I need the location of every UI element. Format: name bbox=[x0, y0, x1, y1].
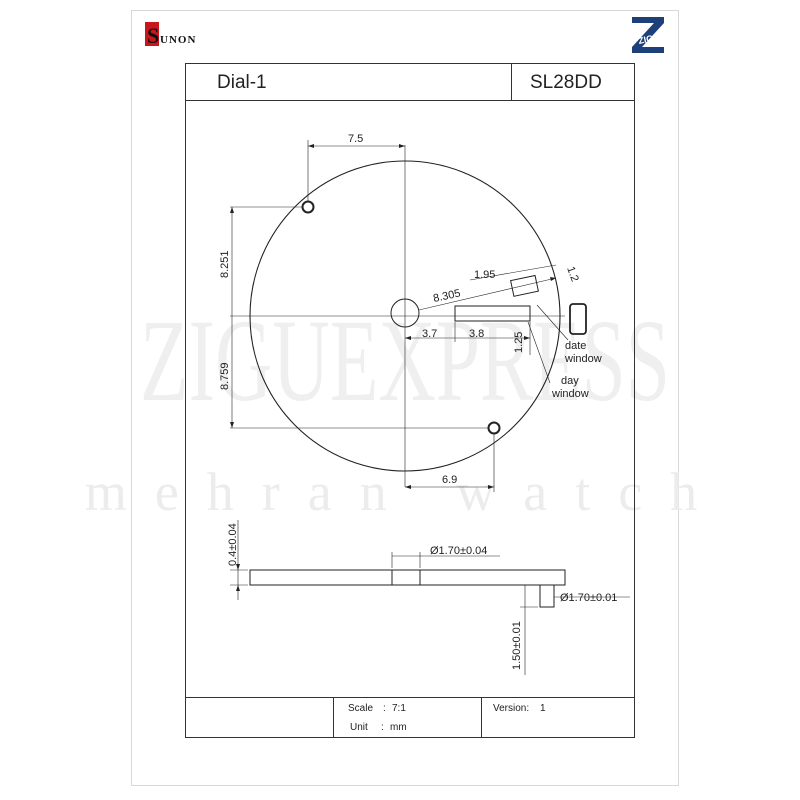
header-divider bbox=[185, 100, 635, 101]
dim-day-offset: 3.7 bbox=[422, 328, 437, 340]
scale-value: 7:1 bbox=[392, 703, 406, 714]
footer-divider-right bbox=[481, 697, 482, 738]
header-vertical-divider bbox=[511, 63, 512, 101]
dim-day-width: 3.8 bbox=[469, 328, 484, 340]
dim-hole-diameter: Ø1.70±0.04 bbox=[430, 545, 487, 557]
unit-colon: : bbox=[381, 722, 384, 733]
footer-divider-left bbox=[333, 697, 334, 738]
day-window-label-1: day bbox=[561, 375, 579, 387]
svg-text:S: S bbox=[147, 23, 159, 48]
dial-foot-bottom bbox=[487, 421, 501, 435]
dim-bottom-width: 6.9 bbox=[442, 474, 457, 486]
dim-date-height: 1.2 bbox=[564, 265, 581, 283]
dim-upper-height: 8.251 bbox=[219, 250, 231, 278]
dim-thickness: 0.4±0.04 bbox=[227, 523, 239, 566]
unit-label: Unit bbox=[350, 722, 368, 733]
dim-date-width: 1.95 bbox=[474, 269, 495, 281]
zigu-logo: ZIGU bbox=[632, 17, 664, 53]
scale-colon: : bbox=[383, 703, 386, 714]
title-block-frame bbox=[185, 63, 635, 738]
svg-text:ZIGU: ZIGU bbox=[637, 32, 660, 46]
date-window-label-1: date bbox=[565, 340, 586, 352]
svg-text:UNON: UNON bbox=[160, 34, 196, 46]
dial-side-view bbox=[249, 569, 566, 586]
dial-foot-pin bbox=[539, 584, 555, 608]
dim-top-width: 7.5 bbox=[348, 133, 363, 145]
sunon-logo: S UNON bbox=[145, 22, 196, 48]
dim-radius: 8.305 bbox=[432, 287, 461, 304]
day-window-label-2: window bbox=[551, 388, 589, 400]
day-window bbox=[454, 305, 531, 322]
date-window-label-2: window bbox=[564, 353, 602, 365]
unit-value: mm bbox=[390, 722, 407, 733]
model-number: SL28DD bbox=[530, 72, 602, 93]
scale-label: Scale bbox=[348, 703, 374, 714]
version-value: 1 bbox=[540, 703, 546, 714]
dim-day-height: 1.25 bbox=[513, 332, 525, 353]
footer-divider bbox=[185, 697, 635, 698]
drawing-title: Dial-1 bbox=[217, 72, 267, 93]
dial-foot-top bbox=[301, 200, 315, 214]
dim-pin-diameter: Ø1.70±0.01 bbox=[560, 592, 617, 604]
dim-pin-height: 1.50±0.01 bbox=[511, 621, 523, 670]
date-window bbox=[510, 274, 539, 297]
dim-lower-height: 8.759 bbox=[219, 362, 231, 390]
crown bbox=[569, 303, 587, 335]
version-label: Version: bbox=[493, 703, 530, 714]
